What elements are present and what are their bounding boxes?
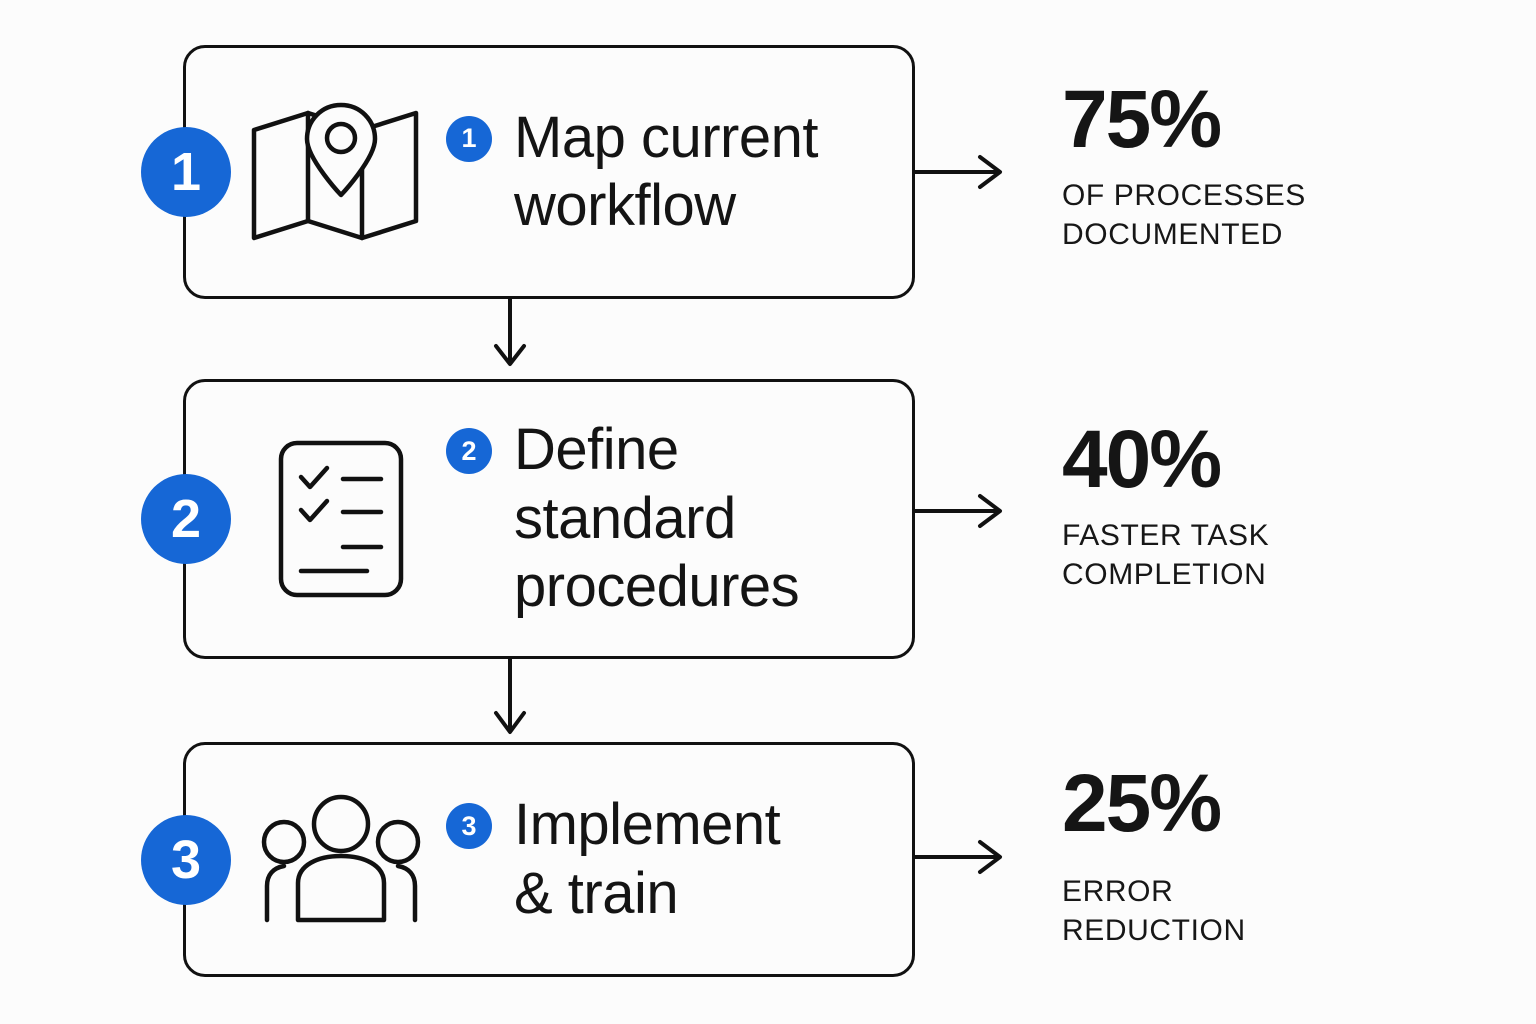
step-badge-3: 3 xyxy=(141,814,231,905)
checklist-document-icon xyxy=(236,439,446,599)
step-card-1[interactable]: 1 1 Map current workflow xyxy=(141,45,915,299)
stat-block-3: 25% ERROR REDUCTION xyxy=(1062,762,1392,951)
stat-value-3: 25% xyxy=(1062,758,1222,849)
inline-step-badge-2: 2 xyxy=(446,428,492,475)
stat-value-2: 40% xyxy=(1062,414,1222,505)
step-card-2-body: 2 Define standard procedures xyxy=(446,416,912,621)
step-card-3-body: 3 Implement & train xyxy=(446,791,912,928)
inline-step-badge-1: 1 xyxy=(446,115,492,162)
stat-block-1: 75% OF PROCESSES DOCUMENTED xyxy=(1062,78,1392,255)
inline-step-badge-3: 3 xyxy=(446,803,492,850)
step-title-3: Implement & train xyxy=(514,792,781,926)
connector-arrow-step1-step2 xyxy=(490,296,530,368)
step-card-1-body: 1 Map current workflow xyxy=(446,104,912,241)
step-card-3[interactable]: 3 3 Implement & train xyxy=(141,742,915,977)
connector-arrow-card2-stat2 xyxy=(912,489,1004,533)
folded-map-pin-icon xyxy=(236,97,446,247)
step-title-1: Map current workflow xyxy=(514,104,818,238)
stat-caption-3: ERROR REDUCTION xyxy=(1062,874,1246,948)
connector-arrow-card1-stat1 xyxy=(912,150,1004,194)
stat-value-1: 75% xyxy=(1062,74,1222,165)
stat-caption-2: FASTER TASK COMPLETION xyxy=(1062,518,1270,592)
connector-arrow-card3-stat3 xyxy=(912,835,1004,879)
stat-block-2: 40% FASTER TASK COMPLETION xyxy=(1062,418,1392,595)
step-card-2[interactable]: 2 2 Define standard procedures xyxy=(141,379,915,659)
step-badge-1: 1 xyxy=(141,127,231,217)
step-badge-2: 2 xyxy=(141,474,231,564)
connector-arrow-step2-step3 xyxy=(490,656,530,736)
people-group-icon xyxy=(236,790,446,930)
step-title-2: Define standard procedures xyxy=(514,417,800,620)
stat-caption-1: OF PROCESSES DOCUMENTED xyxy=(1062,178,1306,252)
